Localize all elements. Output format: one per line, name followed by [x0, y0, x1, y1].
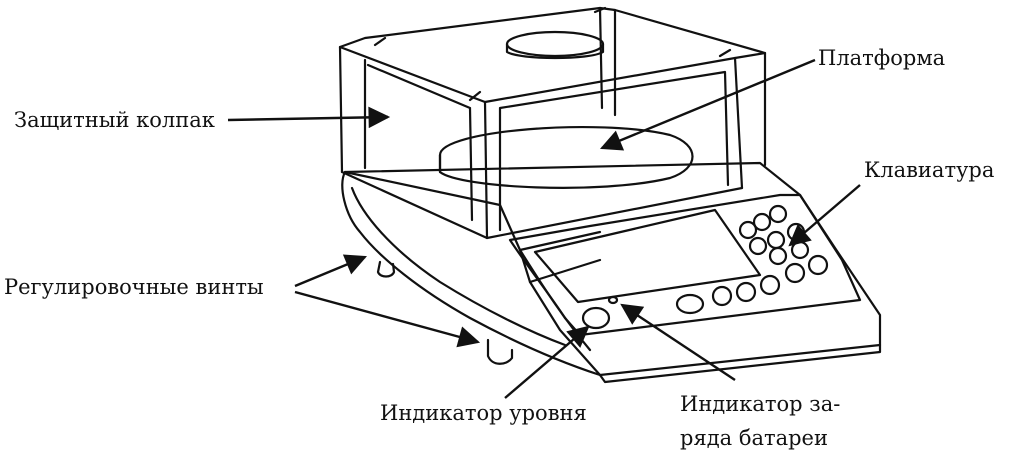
arrow-adjusting-screw-left: [294, 254, 367, 288]
arrow-platform: [600, 58, 816, 151]
label-battery-indicator-line1: Индикатор за-: [680, 392, 841, 416]
level-indicator-bubble: [581, 306, 611, 330]
label-level-indicator: Индикатор уровня: [380, 401, 587, 425]
control-panel: [508, 193, 862, 337]
arrow-keyboard: [788, 184, 861, 247]
label-adjusting-screws: Регулировочные винты: [4, 275, 264, 299]
arrow-level-indicator: [504, 325, 590, 399]
arrow-adjusting-screw-right: [294, 290, 481, 348]
arrow-battery-indicator: [620, 303, 736, 381]
arrow-protective-cover: [227, 106, 391, 129]
label-protective-cover: Защитный колпак: [14, 108, 215, 132]
display-screen: [533, 208, 762, 304]
protective-cover: [338, 6, 767, 240]
label-keyboard: Клавиатура: [864, 158, 995, 182]
label-battery-indicator-line2: ряда батареи: [680, 426, 828, 450]
label-platform: Платформа: [818, 46, 946, 70]
battery-indicator-led: [607, 295, 619, 305]
